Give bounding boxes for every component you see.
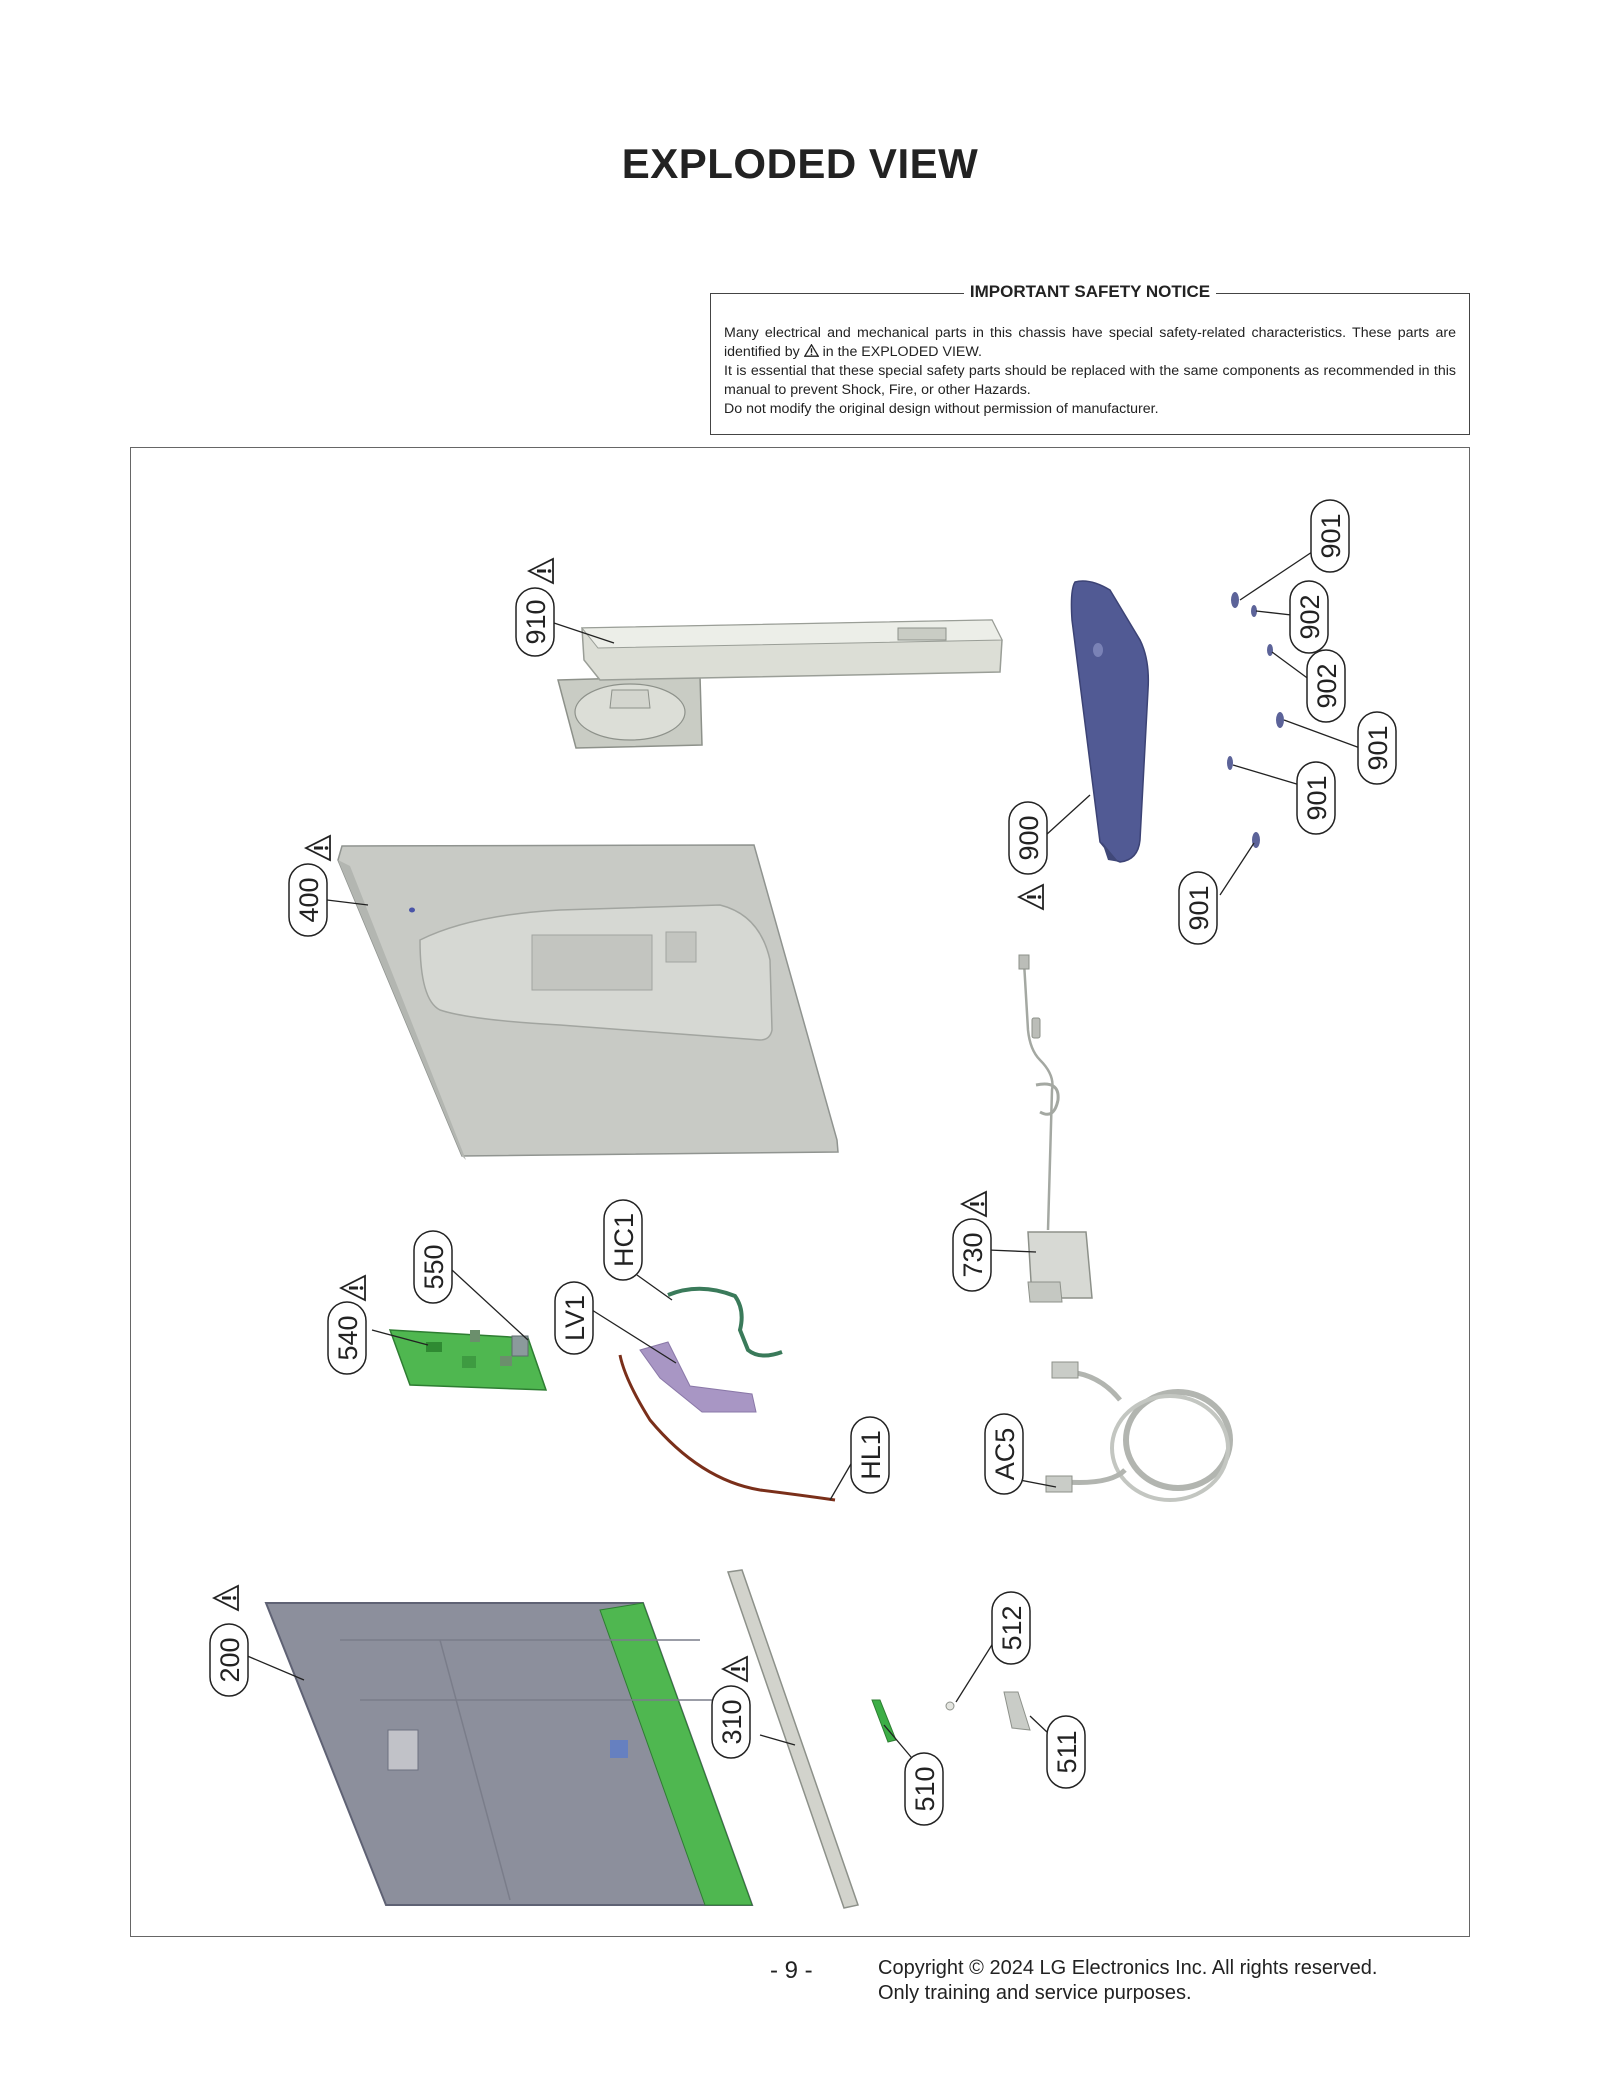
safety-notice-title: IMPORTANT SAFETY NOTICE — [963, 282, 1217, 301]
callout-hl1: HL1 — [850, 1416, 890, 1494]
callout-511: 511 — [1046, 1715, 1086, 1789]
svg-text:200: 200 — [215, 1637, 245, 1682]
callout-902: 902 — [1289, 580, 1329, 654]
callout-310: 310 — [711, 1685, 751, 1759]
safety-notice-paragraph-2: It is essential that these special safet… — [724, 363, 1456, 398]
screw-parts — [1227, 592, 1284, 848]
svg-text:730: 730 — [958, 1232, 988, 1277]
callout-901: 901 — [1296, 761, 1336, 835]
warning-icon — [803, 343, 820, 357]
svg-text:310: 310 — [717, 1699, 747, 1744]
power-adapter-part — [1018, 954, 1093, 1303]
svg-text:901: 901 — [1184, 885, 1214, 930]
callout-lv1: LV1 — [554, 1281, 594, 1355]
usb-cable-part — [1045, 1361, 1233, 1502]
stand-base-part — [557, 619, 1003, 749]
warning-icon — [721, 1655, 749, 1683]
callout-901: 901 — [1310, 499, 1350, 573]
page-number: - 9 - — [770, 1957, 813, 1984]
safety-notice-paragraph-3: Do not modify the original design withou… — [724, 401, 1159, 417]
diagram-frame — [130, 447, 1470, 1937]
callout-510: 510 — [904, 1752, 944, 1826]
svg-text:550: 550 — [419, 1244, 449, 1289]
main-board-part — [388, 1329, 548, 1391]
callout-200: 200 — [209, 1623, 249, 1697]
rear-cover-part — [1070, 580, 1150, 863]
svg-text:510: 510 — [910, 1766, 940, 1811]
warning-icon — [212, 1584, 240, 1612]
svg-text:512: 512 — [997, 1605, 1027, 1650]
warning-icon — [339, 1274, 367, 1302]
callout-550: 550 — [413, 1230, 453, 1304]
warning-icon — [527, 557, 555, 585]
copyright-line-1: Copyright © 2024 LG Electronics Inc. All… — [878, 1957, 1378, 1979]
svg-text:540: 540 — [333, 1315, 363, 1360]
callout-901: 901 — [1178, 871, 1218, 945]
svg-text:902: 902 — [1312, 663, 1342, 708]
svg-text:901: 901 — [1302, 775, 1332, 820]
warning-icon — [960, 1190, 988, 1218]
copyright-notice: Copyright © 2024 LG Electronics Inc. All… — [878, 1956, 1377, 2006]
svg-text:901: 901 — [1316, 513, 1346, 558]
svg-text:HL1: HL1 — [856, 1430, 886, 1480]
svg-text:901: 901 — [1363, 725, 1393, 770]
leader-lines — [244, 539, 1361, 1771]
safety-notice-box: IMPORTANT SAFETY NOTICE Many electrical … — [710, 282, 1470, 435]
svg-text:400: 400 — [294, 877, 324, 922]
back-cover-part — [337, 844, 839, 1160]
svg-text:HC1: HC1 — [609, 1213, 639, 1267]
callout-901: 901 — [1357, 711, 1397, 785]
callout-540: 540 — [327, 1301, 367, 1375]
copyright-line-2: Only training and service purposes. — [878, 1982, 1192, 2004]
safety-notice-body: Many electrical and mechanical parts in … — [724, 324, 1456, 419]
callout-900: 900 — [1008, 801, 1048, 875]
cable-parts — [618, 1286, 836, 1502]
warning-icon — [1017, 883, 1045, 911]
callout-902: 902 — [1306, 649, 1346, 723]
safety-notice-paragraph-1: Many electrical and mechanical parts in … — [724, 325, 1456, 360]
svg-text:LV1: LV1 — [560, 1295, 590, 1341]
page-title: EXPLODED VIEW — [621, 140, 979, 187]
callout-730: 730 — [952, 1218, 992, 1292]
svg-text:900: 900 — [1014, 815, 1044, 860]
callout-400: 400 — [288, 863, 328, 937]
svg-text:511: 511 — [1052, 1730, 1082, 1773]
warning-icon — [304, 834, 332, 862]
display-panel-part — [264, 1602, 754, 1906]
svg-text:902: 902 — [1295, 594, 1325, 639]
small-parts — [871, 1691, 1031, 1743]
callout-910: 910 — [515, 587, 555, 657]
svg-text:AC5: AC5 — [990, 1428, 1020, 1481]
led-bar-part — [726, 1569, 859, 1909]
callout-512: 512 — [991, 1591, 1031, 1665]
callout-hc1: HC1 — [603, 1199, 643, 1281]
svg-text:910: 910 — [521, 599, 551, 644]
callout-ac5: AC5 — [984, 1413, 1024, 1495]
